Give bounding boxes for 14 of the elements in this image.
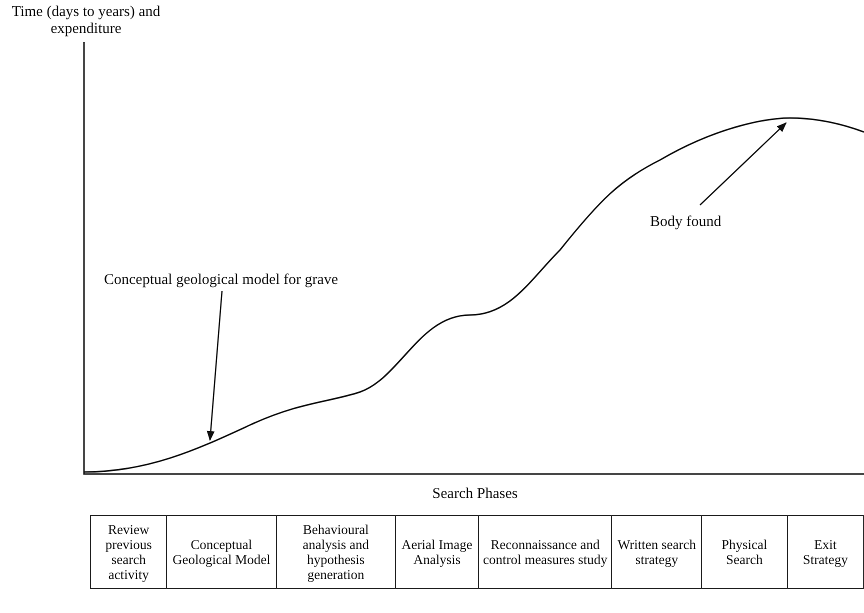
table-cell: Aerial Image Analysis — [395, 516, 478, 588]
callout-text: Conceptual geological model for grave — [104, 272, 424, 289]
table-cell: Review previous search activity — [90, 516, 167, 588]
leader-line — [700, 122, 787, 206]
callout-text: Body found — [650, 214, 750, 231]
table-cell: Written search strategy — [612, 516, 702, 588]
table-cell: Exit Strategy — [787, 516, 864, 588]
axis-title: Search Phases — [431, 486, 519, 503]
table-cell: Conceptual Geological Model — [166, 516, 276, 588]
table-cell: Reconnaissance and control measures study — [478, 516, 612, 588]
axis-title: Time (days to years) and expenditure — [10, 4, 162, 38]
table-cell: Behavioural analysis and hypothesis generation — [276, 516, 396, 588]
leader-line — [206, 290, 223, 441]
table-cell: Physical Search — [702, 516, 788, 588]
